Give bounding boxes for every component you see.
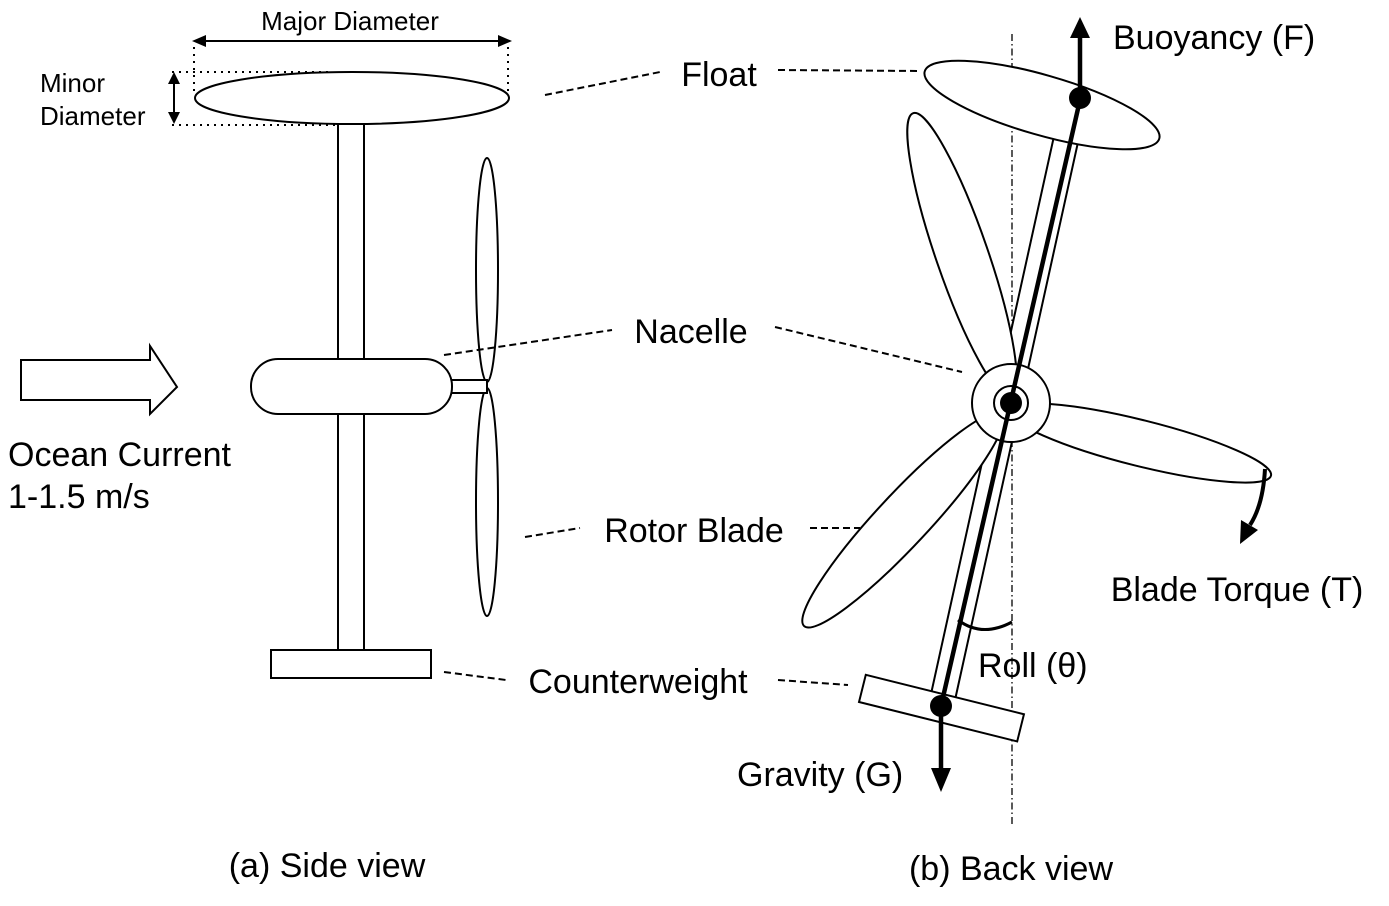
counterweight-leader-right	[777, 679, 849, 686]
arrow-up-icon	[168, 72, 180, 84]
gravity-arrow-icon	[931, 768, 951, 792]
roll-label: Roll (θ)	[978, 647, 1088, 685]
gravity-label: Gravity (G)	[737, 756, 903, 794]
side-view: Major Diameter Minor Diameter Ocean Curr…	[8, 6, 512, 885]
roll-angle-arc	[957, 618, 1013, 631]
counterweight-leader-left	[443, 671, 507, 681]
caption-side-view: (a) Side view	[229, 847, 426, 885]
float-leader-left	[544, 71, 661, 96]
major-diameter-dimension: Major Diameter	[192, 6, 512, 93]
arrow-down-icon	[168, 112, 180, 124]
blade-torque-arrow-icon	[1240, 520, 1258, 544]
caption-back-view: (b) Back view	[909, 850, 1113, 888]
float-leader-right	[777, 69, 921, 72]
counterweight-side	[270, 649, 432, 679]
ocean-current-label: Ocean Current	[8, 436, 232, 474]
ocean-current-speed-label: 1-1.5 m/s	[8, 478, 150, 516]
rotor-blade-back-upper	[906, 111, 1018, 399]
gravity-point	[930, 695, 952, 717]
buoyancy-arrow-icon	[1070, 17, 1090, 38]
rotor-shaft-side	[449, 379, 488, 394]
rotor-blade-leader-left	[524, 527, 581, 538]
blade-torque-label: Blade Torque (T)	[1111, 571, 1364, 609]
buoyancy-point	[1069, 87, 1091, 109]
nacelle-side	[250, 358, 453, 415]
rotor-blade-side-upper	[475, 157, 499, 383]
float-back	[923, 59, 1161, 151]
hub-centre-point	[1000, 392, 1022, 414]
minor-diameter-dimension: Minor Diameter	[40, 68, 340, 131]
counterweight-label: Counterweight	[528, 663, 748, 701]
float-label: Float	[681, 56, 757, 94]
nacelle-leader-right	[774, 326, 963, 373]
nacelle-label: Nacelle	[634, 313, 747, 351]
back-view: Buoyancy (F) Gravity (G) Roll (θ) Blade …	[737, 17, 1363, 888]
rotor-blade-side-lower	[475, 387, 499, 617]
buoyancy-label: Buoyancy (F)	[1113, 19, 1315, 57]
minor-diameter-label-line1: Minor	[40, 68, 105, 98]
component-labels: Float Nacelle Rotor Blade Counterweight	[443, 56, 963, 701]
blade-torque-arrow-shaft	[1248, 468, 1267, 527]
major-diameter-label: Major Diameter	[261, 6, 439, 36]
rotor-blade-label: Rotor Blade	[604, 512, 784, 550]
minor-diameter-label-line2: Diameter	[40, 101, 146, 131]
nacelle-leader-left	[443, 329, 613, 356]
arrow-right-icon	[498, 35, 512, 47]
float-side	[194, 71, 510, 125]
arrow-left-icon	[192, 35, 206, 47]
ocean-current-arrow-icon	[20, 342, 179, 417]
